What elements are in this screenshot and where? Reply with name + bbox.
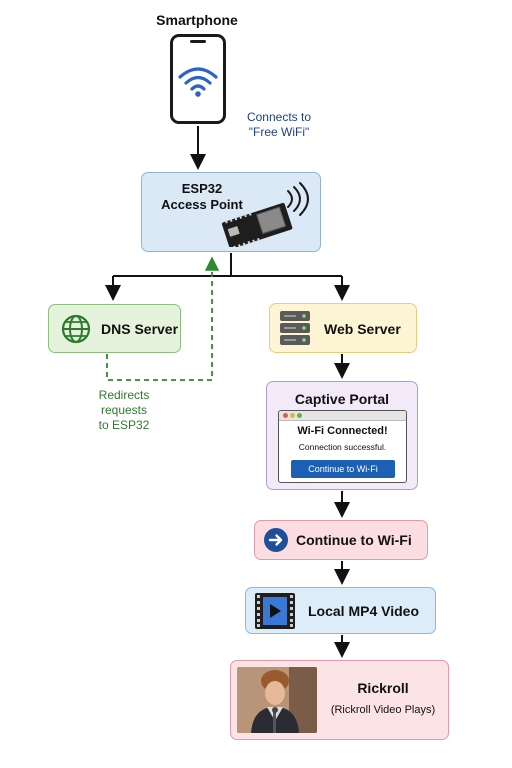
- esp32-access-point-box: ESP32 Access Point: [141, 172, 321, 252]
- arrow-right-circle-icon: [264, 528, 288, 552]
- video-play-icon: [255, 593, 295, 629]
- rickroll-title: Rickroll: [357, 680, 409, 696]
- continue-step-box: Continue to Wi-Fi: [254, 520, 428, 560]
- esp32-title-line2: Access Point: [161, 197, 243, 212]
- connects-note-line2: "Free WiFi": [248, 125, 310, 139]
- phone-speaker: [190, 40, 206, 43]
- wifi-icon: [178, 67, 218, 97]
- browser-title-bar: [279, 411, 406, 421]
- captive-portal-box: Captive Portal Wi-Fi Connected! Connecti…: [266, 381, 418, 490]
- browser-minimize-dot: [290, 413, 295, 418]
- dns-server-box: DNS Server: [48, 304, 181, 353]
- connects-note: Connects to "Free WiFi": [236, 110, 322, 140]
- browser-window: Wi-Fi Connected! Connection successful. …: [278, 410, 407, 483]
- rickroll-photo-image: [237, 667, 317, 733]
- esp32-board-icon: [221, 182, 309, 247]
- browser-maximize-dot: [297, 413, 302, 418]
- rickroll-subtitle: (Rickroll Video Plays): [330, 704, 436, 716]
- redirect-note-line1: Redirects: [98, 388, 150, 402]
- web-server-label: Web Server: [324, 321, 401, 337]
- globe-icon: [61, 314, 91, 344]
- web-server-box: Web Server: [269, 303, 417, 353]
- portal-message: Connection successful.: [298, 442, 387, 452]
- portal-heading: Wi-Fi Connected!: [297, 425, 388, 437]
- browser-close-dot: [283, 413, 288, 418]
- esp32-title-line1: ESP32: [181, 181, 223, 196]
- smartphone-label: Smartphone: [156, 12, 238, 28]
- dns-server-label: DNS Server: [101, 321, 179, 337]
- redirect-note: Redirects requests to ESP32: [68, 388, 180, 433]
- rickroll-box: Rickroll (Rickroll Video Plays): [230, 660, 449, 740]
- portal-continue-button[interactable]: Continue to Wi-Fi: [291, 460, 395, 478]
- redirect-note-line2: requests: [100, 403, 148, 417]
- smartphone-device: [170, 34, 226, 124]
- rickroll-photo: [237, 667, 317, 733]
- video-step-box: Local MP4 Video: [245, 587, 436, 634]
- server-rack-icon: [280, 311, 310, 345]
- captive-portal-title: Captive Portal: [294, 391, 390, 407]
- video-step-label: Local MP4 Video: [308, 603, 419, 619]
- redirect-note-line3: to ESP32: [98, 418, 150, 432]
- connects-note-line1: Connects to: [246, 110, 312, 124]
- esp32-title: ESP32 Access Point: [142, 181, 262, 213]
- continue-step-label: Continue to Wi-Fi: [296, 532, 412, 548]
